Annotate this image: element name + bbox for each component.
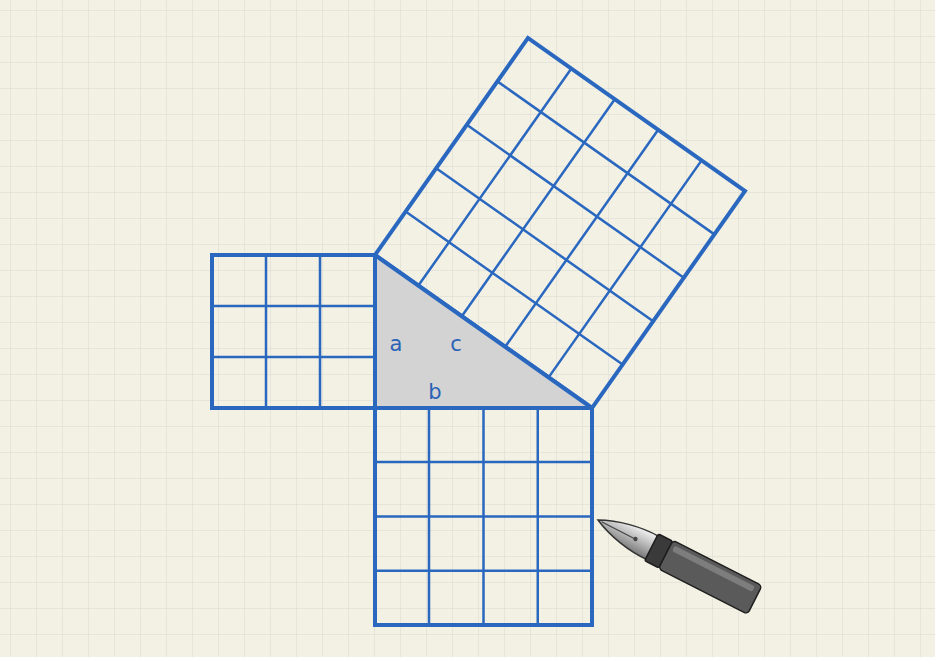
square-a: [212, 255, 375, 408]
side-label: b: [428, 382, 441, 403]
triangle-shape: [375, 255, 592, 408]
right-triangle: a c b: [375, 255, 592, 408]
side-label: c: [450, 334, 462, 355]
fountain-pen: [591, 506, 762, 614]
triangle-fill: [375, 255, 592, 408]
square-b: [375, 408, 592, 625]
square-c: [375, 38, 745, 408]
side-label: a: [390, 334, 403, 355]
